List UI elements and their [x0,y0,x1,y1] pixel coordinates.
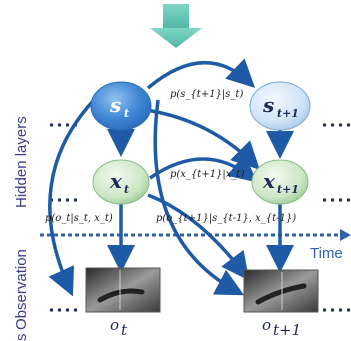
observation-image-t [85,267,161,313]
edge-s-to-x1 [145,108,260,170]
node-s-t1: s t+1 [249,81,311,131]
observation-image-t1 [243,269,319,313]
edge-label-s-transition: p(s_{t+1}|s_t) [170,89,243,100]
obs-o-t-sub: t [121,321,128,339]
edge-s-to-o1 [153,99,245,296]
dotted-guides [50,123,351,312]
time-axis-label: Time [310,245,343,262]
node-x-t1: x t+1 [251,159,309,205]
obs-o-t1-sub: t+1 [273,321,301,339]
node-s-t-sub: t [124,107,129,120]
edge-labels: p(s_{t+1}|s_t) p(x_{t+1}|x_t) p(o_t|s_t,… [45,89,296,224]
edge-s-to-o [48,98,96,297]
edge-label-x-transition: p(x_{t+1}|x_t) [170,169,244,180]
obs-o-t1-label: o [262,316,271,334]
observation-label-t: o t [110,316,128,339]
node-s-t: s t [90,81,152,131]
edge-s-transition [146,58,256,90]
obs-o-t-label: o [110,316,119,334]
time-axis [40,229,351,241]
observation-label-t1: o t+1 [262,316,301,339]
node-x-t1-sub: t+1 [277,183,299,196]
node-x-t-label: x [109,169,123,193]
side-label-hidden-layers: Hidden layers [13,116,30,208]
node-x-t-sub: t [124,183,129,196]
node-s-t1-label: s [262,93,274,117]
node-x-t1-label: x [262,169,276,193]
edges [48,58,294,297]
node-s-t1-sub: t+1 [277,107,299,120]
node-s-t-label: s [109,93,121,117]
edge-label-emission-t1: p(o_{t+1}|s_{t-1}, x_{t-1}) [156,213,296,224]
edge-x-transition [149,153,258,183]
top-down-arrow-icon [150,4,202,48]
side-label-observation: Observation [13,249,30,330]
node-x-t: x t [92,159,150,205]
edge-label-emission-t: p(o_t|s_t, x_t) [45,213,113,224]
edge-x-to-o1 [147,193,250,281]
side-label-s: s [13,334,30,341]
